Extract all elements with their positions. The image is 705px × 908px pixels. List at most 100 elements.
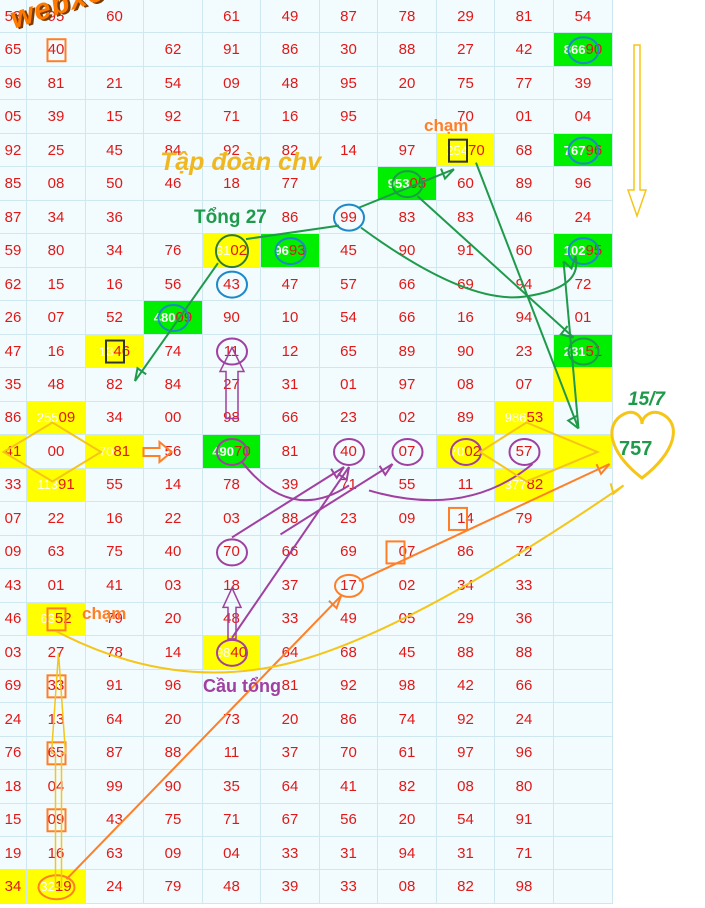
grid-cell: 05 — [0, 100, 27, 134]
cell-value: 33 — [515, 576, 533, 594]
arrow-line — [231, 466, 345, 539]
grid-cell: 65 — [320, 334, 378, 369]
cell-value: 36 — [106, 208, 123, 226]
cell-value: 91 — [58, 476, 75, 494]
grid-cell: 89 — [437, 401, 495, 436]
grid-cell: 90 — [437, 334, 495, 369]
cell-value: 55 — [398, 476, 416, 494]
grid-cell: 09 — [0, 535, 27, 570]
arrow-head — [378, 463, 394, 477]
grid-cell: 96 — [0, 66, 27, 101]
grid-cell: 35 — [203, 770, 261, 804]
cell-value: 24 — [106, 878, 123, 896]
cell-value: 39 — [281, 476, 299, 494]
cell-value: 33 — [281, 844, 299, 862]
cell-value: 36 — [515, 610, 533, 628]
grid-cell: 15 — [0, 803, 27, 837]
grid-cell: 75 — [437, 66, 495, 101]
cell-value: 26 — [4, 309, 22, 327]
cell-value: 09 — [4, 543, 22, 561]
grid-cell: 53 — [0, 0, 27, 34]
grid-cell: 91 — [495, 803, 554, 837]
grid-cell — [203, 669, 261, 704]
circle-marker — [215, 234, 249, 269]
cell-value: 56 — [164, 442, 182, 460]
cell-value: 69 — [4, 677, 22, 695]
cell-value: 43 — [223, 275, 240, 293]
grid-cell: 55 — [378, 468, 437, 503]
grid-cell: 75 — [86, 535, 144, 570]
cell-value: 96 — [164, 677, 182, 695]
grid-cell: 19 — [0, 837, 27, 871]
grid-cell: 45 — [86, 133, 144, 168]
grid-cell: 47 — [0, 334, 27, 369]
cell-value: 66 — [281, 409, 299, 427]
grid-cell: 87 — [86, 736, 144, 771]
grid-cell: 20 — [144, 602, 203, 637]
grid-cell: 81 — [261, 669, 320, 704]
cell-value: 95 — [340, 74, 357, 92]
grid-cell: 33 — [0, 468, 27, 503]
cell-value: 75 — [457, 74, 474, 92]
grid-cell: 66 — [378, 267, 437, 302]
cell-value: 91 — [457, 242, 474, 260]
cell-value: 89 — [398, 342, 416, 360]
grid-cell: 83 — [378, 200, 437, 235]
grid-cell: 90 — [203, 301, 261, 335]
grid-cell: 71 — [203, 803, 261, 837]
cell-value: 71 — [223, 811, 240, 829]
grid-cell: 88 — [495, 636, 554, 670]
grid-cell: 39 — [554, 66, 613, 101]
cell-value: 91 — [515, 811, 533, 829]
cell-value: 13 — [47, 710, 65, 728]
cell-value: 67 — [281, 811, 299, 829]
grid-cell: 01 — [495, 100, 554, 134]
grid-cell: 62 — [0, 267, 27, 302]
cell-value: 86 — [281, 208, 299, 226]
cell-value: 17 — [340, 576, 357, 594]
cell-value: 22 — [164, 509, 182, 527]
cell-value: 94 — [398, 844, 416, 862]
grid-cell: 92 — [437, 703, 495, 737]
cell-value: 12 — [281, 342, 299, 360]
grid-cell: 27 — [437, 33, 495, 67]
cell-value: 60 — [106, 7, 123, 25]
cell-value: 83 — [457, 208, 474, 226]
cell-value: 02 — [464, 442, 482, 460]
cell-value: 45 — [398, 643, 416, 661]
cell-value: 09 — [58, 409, 76, 427]
grid-cell: 42 — [437, 669, 495, 704]
grid-cell: 97 — [378, 368, 437, 402]
cell-value: 56 — [340, 811, 357, 829]
grid-cell — [554, 602, 613, 637]
cell-value: 90 — [223, 309, 240, 327]
grid-cell: 24 — [0, 703, 27, 737]
grid-cell — [554, 736, 613, 771]
grid-cell: 48 — [27, 368, 86, 402]
cell-value: 10 — [281, 309, 299, 327]
cell-value: 15 — [4, 811, 22, 829]
cell-prefix: 254 — [446, 142, 468, 158]
grid-cell: 61 — [203, 0, 261, 34]
grid-cell: 37 — [261, 736, 320, 771]
cell-value: 98 — [515, 878, 533, 896]
cell-value: 90 — [398, 242, 416, 260]
cell-value: 89 — [457, 409, 474, 427]
grid-cell: 15 — [27, 267, 86, 302]
cell-value: 49 — [340, 610, 357, 628]
connector-line — [562, 261, 580, 429]
cell-value: 82 — [106, 376, 123, 393]
cell-value: 23 — [340, 409, 357, 427]
grid-cell: 89 — [495, 167, 554, 201]
arrow-line — [134, 262, 219, 382]
grid-cell: 97 — [378, 133, 437, 168]
circle-marker — [508, 437, 541, 466]
grid-cell — [320, 167, 378, 201]
cell-value: 53 — [4, 7, 22, 25]
grid-cell: 57 — [320, 267, 378, 302]
cell-value: 66 — [398, 309, 416, 327]
grid-cell: 95 — [320, 66, 378, 101]
grid-cell: 48 — [261, 66, 320, 101]
